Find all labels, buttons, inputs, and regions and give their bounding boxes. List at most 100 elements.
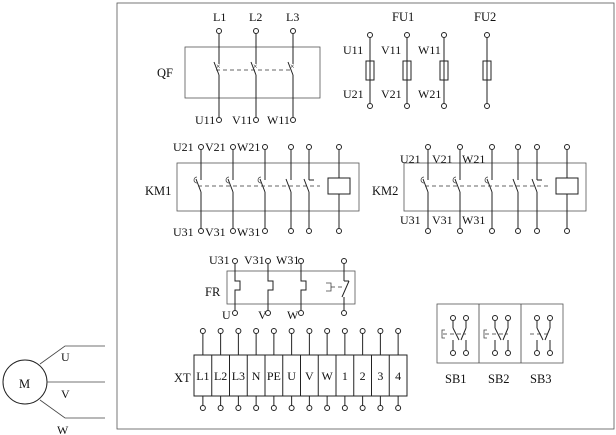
km2-enclosure [403, 162, 587, 212]
push-button-sb1 [441, 315, 469, 356]
xt-terminal-point [395, 328, 402, 334]
qf-input-l3: L3 [286, 10, 299, 24]
motor: M U V W [2, 345, 105, 435]
fr-input-w31: W31 [276, 253, 299, 267]
xt-terminal-point [288, 328, 295, 334]
xt-cell-label: V [305, 369, 314, 383]
xt-terminal-point [377, 328, 384, 334]
xt-terminal-point [217, 328, 224, 334]
xt-terminal-point [341, 405, 348, 411]
xt-cell-label: L2 [214, 369, 227, 383]
km1-input-v21: V21 [205, 140, 226, 154]
fu1-input-w11: W11 [418, 43, 441, 57]
fr-tag: FR [205, 285, 221, 299]
contactor-km1: KM1 U21 V21 W21 [145, 140, 360, 239]
control-panel-border [116, 2, 615, 430]
xt-cell-label: L1 [196, 369, 209, 383]
xt-cell-label: N [252, 369, 261, 383]
km2-tag: KM2 [372, 184, 398, 198]
coil-symbol [327, 177, 351, 195]
svg-text:×: × [290, 62, 295, 71]
xt-terminal-point [359, 328, 366, 334]
km2-input-v21: V21 [432, 152, 453, 166]
xt-terminal-point [306, 328, 313, 334]
xt-terminal-point [235, 328, 242, 334]
km2-input-w21: W21 [462, 152, 485, 166]
km1-enclosure [176, 162, 360, 212]
xt-cell-label: 2 [360, 369, 366, 383]
svg-text:×: × [216, 62, 221, 71]
km2-output-u31: U31 [400, 213, 421, 227]
xt-cell-label: W [321, 369, 333, 383]
km1-output-v31: V31 [205, 225, 226, 239]
qf-input-l2: L2 [249, 10, 262, 24]
km2-input-u21: U21 [400, 152, 421, 166]
xt-terminal-point [288, 405, 295, 411]
motor-phase-u: U [61, 350, 70, 364]
xt-tag: XT [174, 371, 191, 385]
xt-terminal-point [270, 328, 277, 334]
motor-tag: M [19, 377, 30, 391]
circuit-breaker-qf: QF L1 L2 L3 × × × U11 V11 W11 [157, 10, 321, 127]
km2-output-v31: V31 [432, 213, 453, 227]
fu2-tag: FU2 [474, 10, 496, 24]
xt-cell-label: 1 [342, 369, 348, 383]
xt-terminal-point [270, 405, 277, 411]
fr-input-u31: U31 [209, 253, 230, 267]
xt-terminal-point [235, 405, 242, 411]
sb2-label: SB2 [488, 372, 510, 386]
xt-cell-label: L3 [232, 369, 245, 383]
thermal-relay-fr: FR U31 V31 W31 U V W [205, 253, 356, 322]
km1-output-w31: W31 [237, 225, 260, 239]
xt-terminal-point [253, 328, 260, 334]
fr-enclosure [226, 270, 356, 305]
svg-text:×: × [253, 62, 258, 71]
push-button-sb2 [483, 315, 511, 356]
km1-input-u21: U21 [173, 140, 194, 154]
fr-output-u: U [222, 308, 231, 322]
fu1-output-u21: U21 [343, 87, 364, 101]
xt-terminal-point [377, 405, 384, 411]
qf-enclosure [184, 46, 321, 99]
motor-phase-v: V [61, 387, 70, 401]
xt-terminal-point [199, 328, 206, 334]
km2-output-w31: W31 [462, 213, 485, 227]
xt-cell-label: PE [267, 369, 281, 383]
xt-terminal-point [395, 405, 402, 411]
fr-output-v: V [258, 308, 267, 322]
qf-input-l1: L1 [213, 10, 226, 24]
fu1-output-w21: W21 [418, 87, 441, 101]
coil-symbol [555, 177, 579, 195]
xt-cell-label: U [287, 369, 296, 383]
xt-cell-label: 4 [395, 369, 401, 383]
qf-tag: QF [157, 66, 173, 80]
xt-terminal-point [217, 405, 224, 411]
fu1-output-v21: V21 [381, 87, 402, 101]
sb3-label: SB3 [530, 372, 552, 386]
push-buttons: SB1 SB2 SB3 [436, 303, 564, 386]
sb1-label: SB1 [445, 372, 467, 386]
xt-terminal-point [324, 328, 331, 334]
push-button-sb3 [530, 315, 553, 356]
xt-cell-label: 3 [377, 369, 383, 383]
xt-terminal-point [306, 405, 313, 411]
km1-output-u31: U31 [173, 225, 194, 239]
fr-output-w: W [287, 308, 299, 322]
xt-terminal-point [199, 405, 206, 411]
fr-input-v31: V31 [244, 253, 265, 267]
xt-terminal-point [359, 405, 366, 411]
xt-terminal-point [341, 328, 348, 334]
xt-terminal-point [253, 405, 260, 411]
motor-phase-w: W [57, 423, 69, 435]
qf-output-u11: U11 [195, 113, 215, 127]
xt-terminal-point [324, 405, 331, 411]
fu1-input-v11: V11 [381, 43, 401, 57]
qf-output-v11: V11 [232, 113, 252, 127]
button-enclosure [436, 303, 564, 364]
fuses-fu1-fu2: FU1 FU2 U11 V11 W11 U21 V21 W21 [343, 10, 496, 109]
fu1-input-u11: U11 [343, 43, 363, 57]
km1-input-w21: W21 [237, 140, 260, 154]
fu1-tag: FU1 [392, 10, 414, 24]
